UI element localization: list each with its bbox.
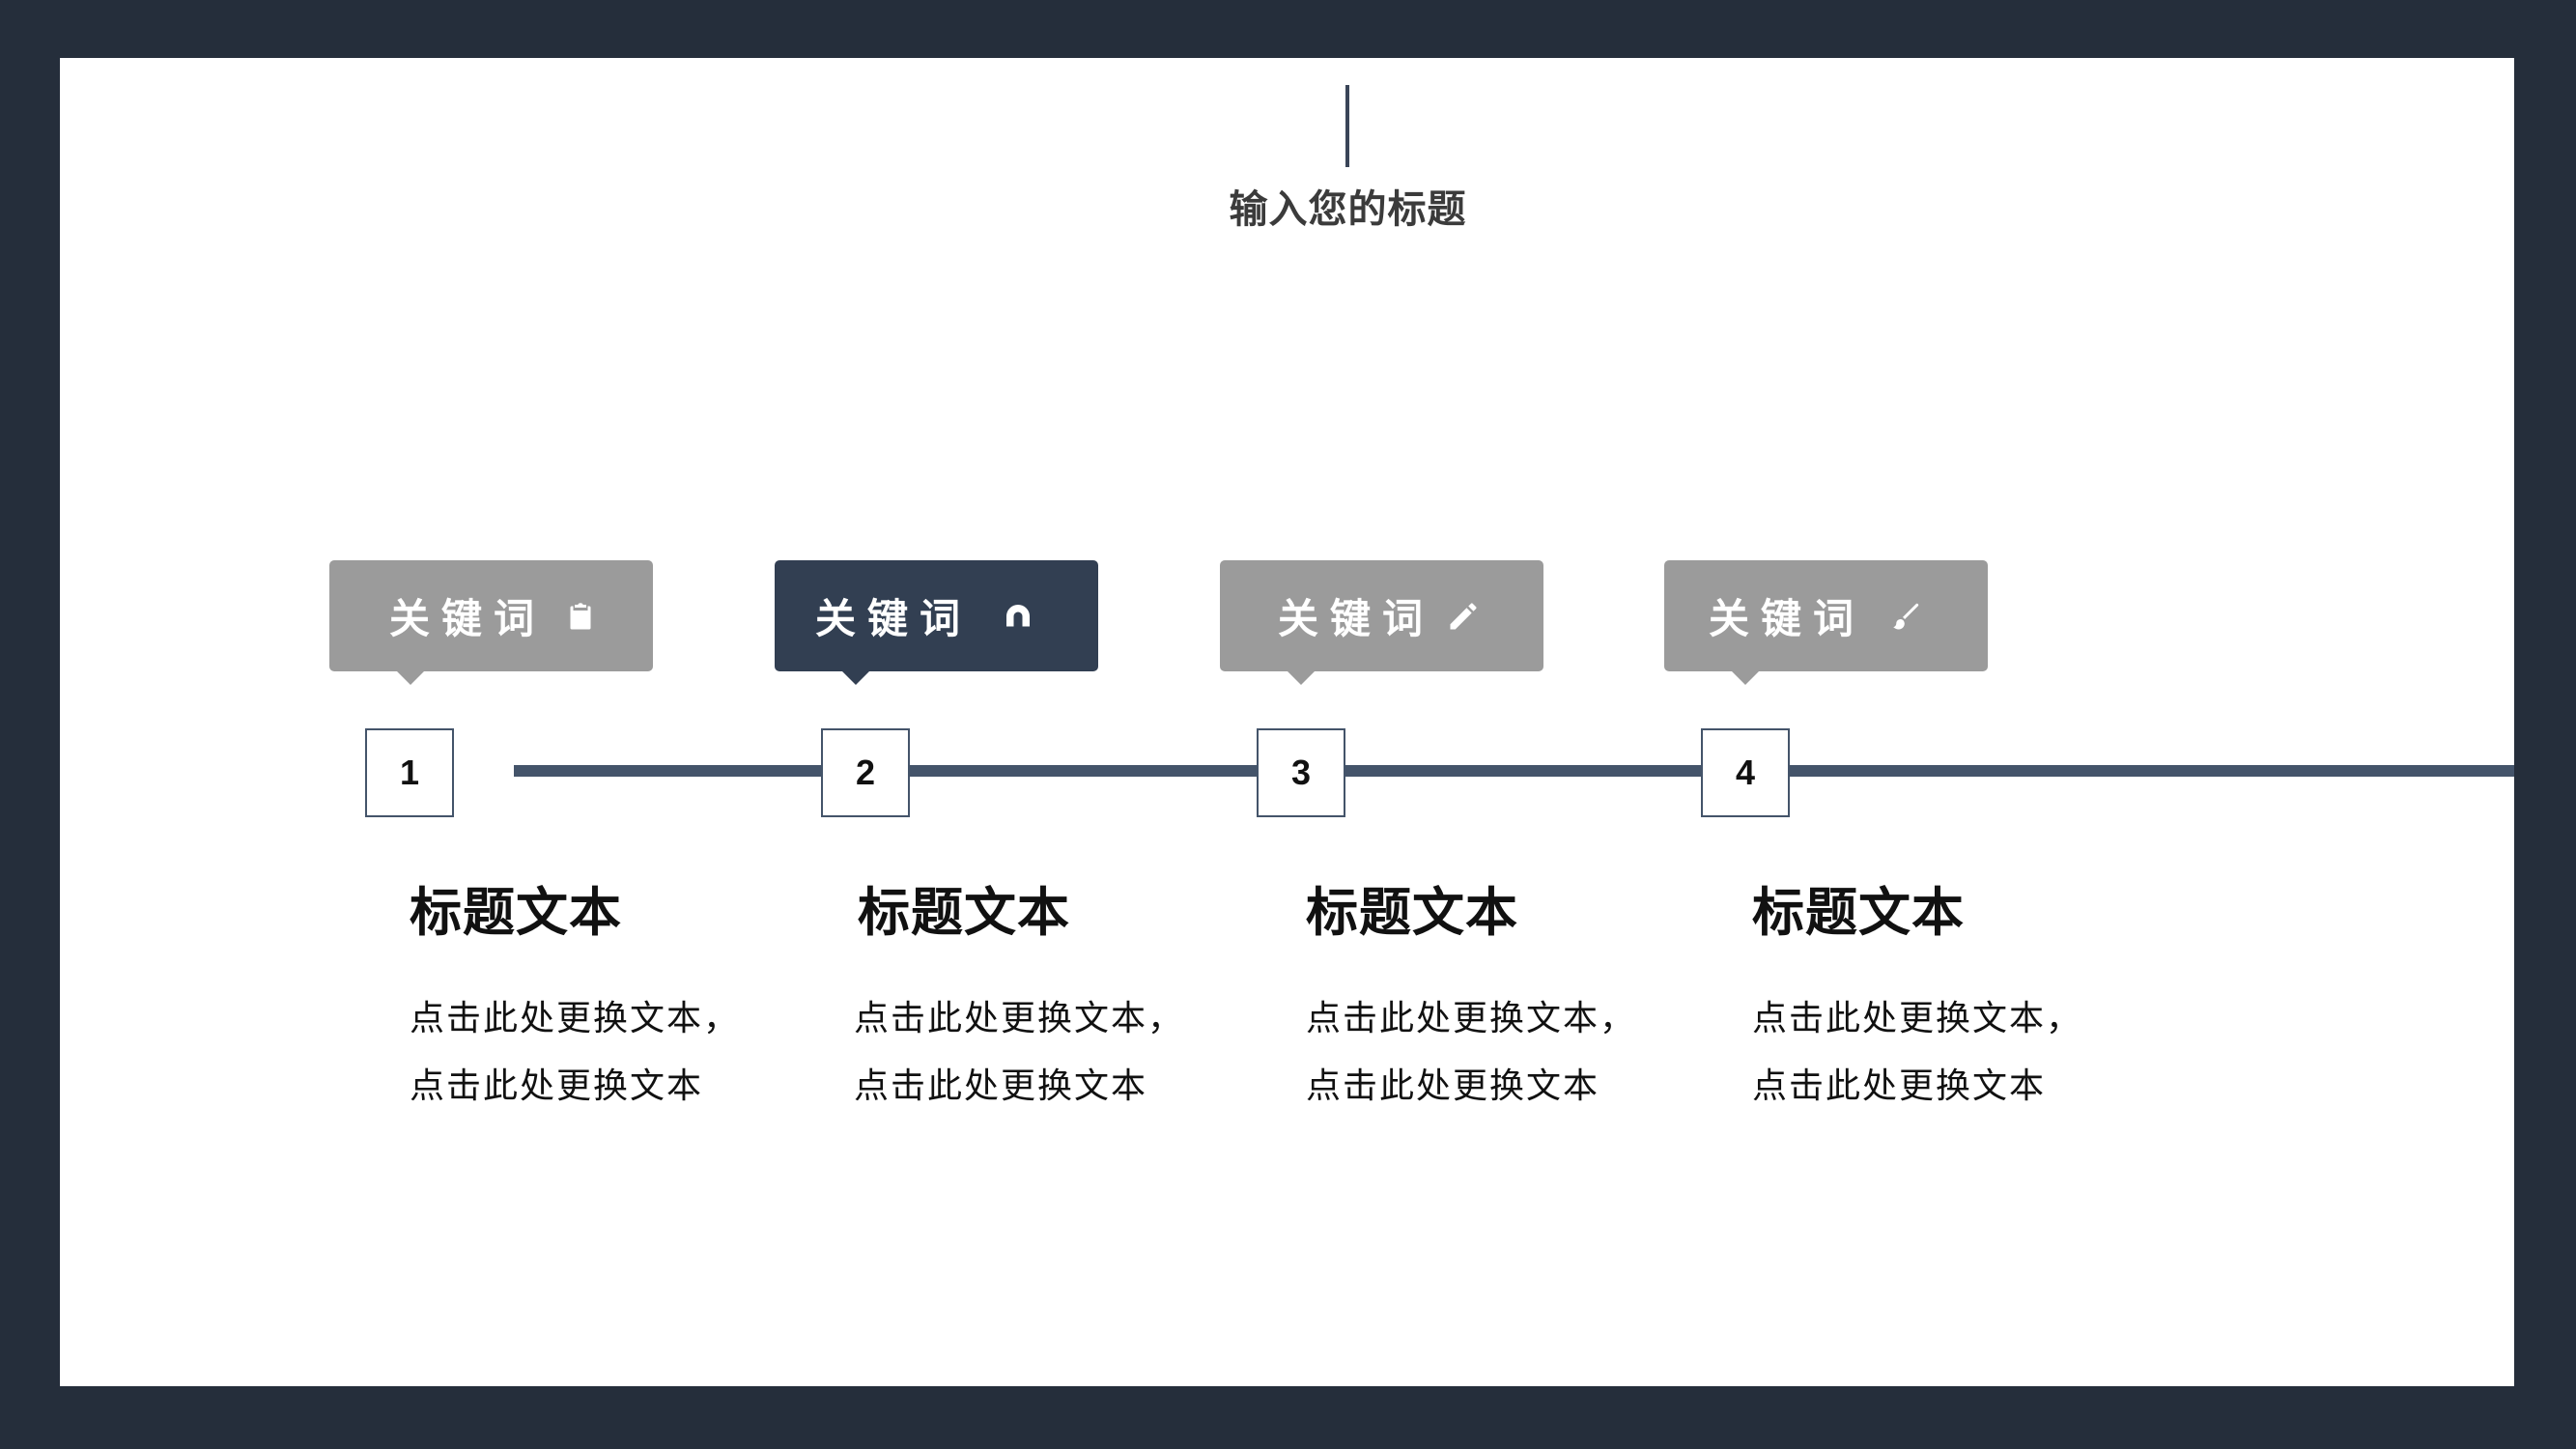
keyword-label: 关键词 bbox=[389, 595, 547, 642]
step-desc-line: 点击此处更换文本， bbox=[854, 999, 1185, 1038]
step-number-2[interactable]: 2 bbox=[821, 728, 910, 817]
step-number-3[interactable]: 3 bbox=[1257, 728, 1345, 817]
step-desc-2[interactable]: 点击此处更换文本， 点击此处更换文本 bbox=[854, 985, 1184, 1121]
step-desc-1[interactable]: 点击此处更换文本， 点击此处更换文本 bbox=[410, 985, 740, 1121]
step-desc-line: 点击此处更换文本 bbox=[1752, 1066, 2047, 1106]
timeline-line bbox=[514, 765, 2514, 777]
brush-icon bbox=[1888, 599, 1923, 634]
slide-canvas: 输入您的标题 关键词 1 标题文本 点击此处更换文本， 点击此处更换文本 关键词… bbox=[60, 58, 2514, 1386]
step-desc-line: 点击此处更换文本， bbox=[1306, 999, 1637, 1038]
keyword-tag-2[interactable]: 关键词 bbox=[775, 560, 1098, 685]
page-title[interactable]: 输入您的标题 bbox=[1229, 187, 1467, 232]
keyword-label: 关键词 bbox=[1709, 595, 1866, 642]
step-desc-line: 点击此处更换文本 bbox=[1306, 1066, 1600, 1106]
step-desc-3[interactable]: 点击此处更换文本， 点击此处更换文本 bbox=[1306, 985, 1636, 1121]
step-heading-3[interactable]: 标题文本 bbox=[1306, 882, 1518, 943]
clipboard-icon bbox=[563, 599, 598, 634]
step-heading-1[interactable]: 标题文本 bbox=[410, 882, 622, 943]
step-number-4[interactable]: 4 bbox=[1701, 728, 1790, 817]
pencil-icon bbox=[1446, 599, 1481, 634]
keyword-tag-3[interactable]: 关键词 bbox=[1220, 560, 1543, 685]
keyword-label: 关键词 bbox=[815, 595, 973, 642]
step-number-1[interactable]: 1 bbox=[365, 728, 454, 817]
step-heading-4[interactable]: 标题文本 bbox=[1752, 882, 1965, 943]
keyword-label: 关键词 bbox=[1278, 595, 1435, 642]
magnet-icon bbox=[1001, 599, 1035, 634]
step-desc-line: 点击此处更换文本， bbox=[410, 999, 741, 1038]
keyword-tag-1[interactable]: 关键词 bbox=[329, 560, 653, 685]
step-desc-line: 点击此处更换文本 bbox=[410, 1066, 704, 1106]
title-tick-line bbox=[1345, 85, 1349, 167]
step-desc-line: 点击此处更换文本 bbox=[854, 1066, 1148, 1106]
step-desc-line: 点击此处更换文本， bbox=[1752, 999, 2083, 1038]
keyword-tag-4[interactable]: 关键词 bbox=[1664, 560, 1988, 685]
step-desc-4[interactable]: 点击此处更换文本， 点击此处更换文本 bbox=[1752, 985, 2082, 1121]
step-heading-2[interactable]: 标题文本 bbox=[858, 882, 1070, 943]
